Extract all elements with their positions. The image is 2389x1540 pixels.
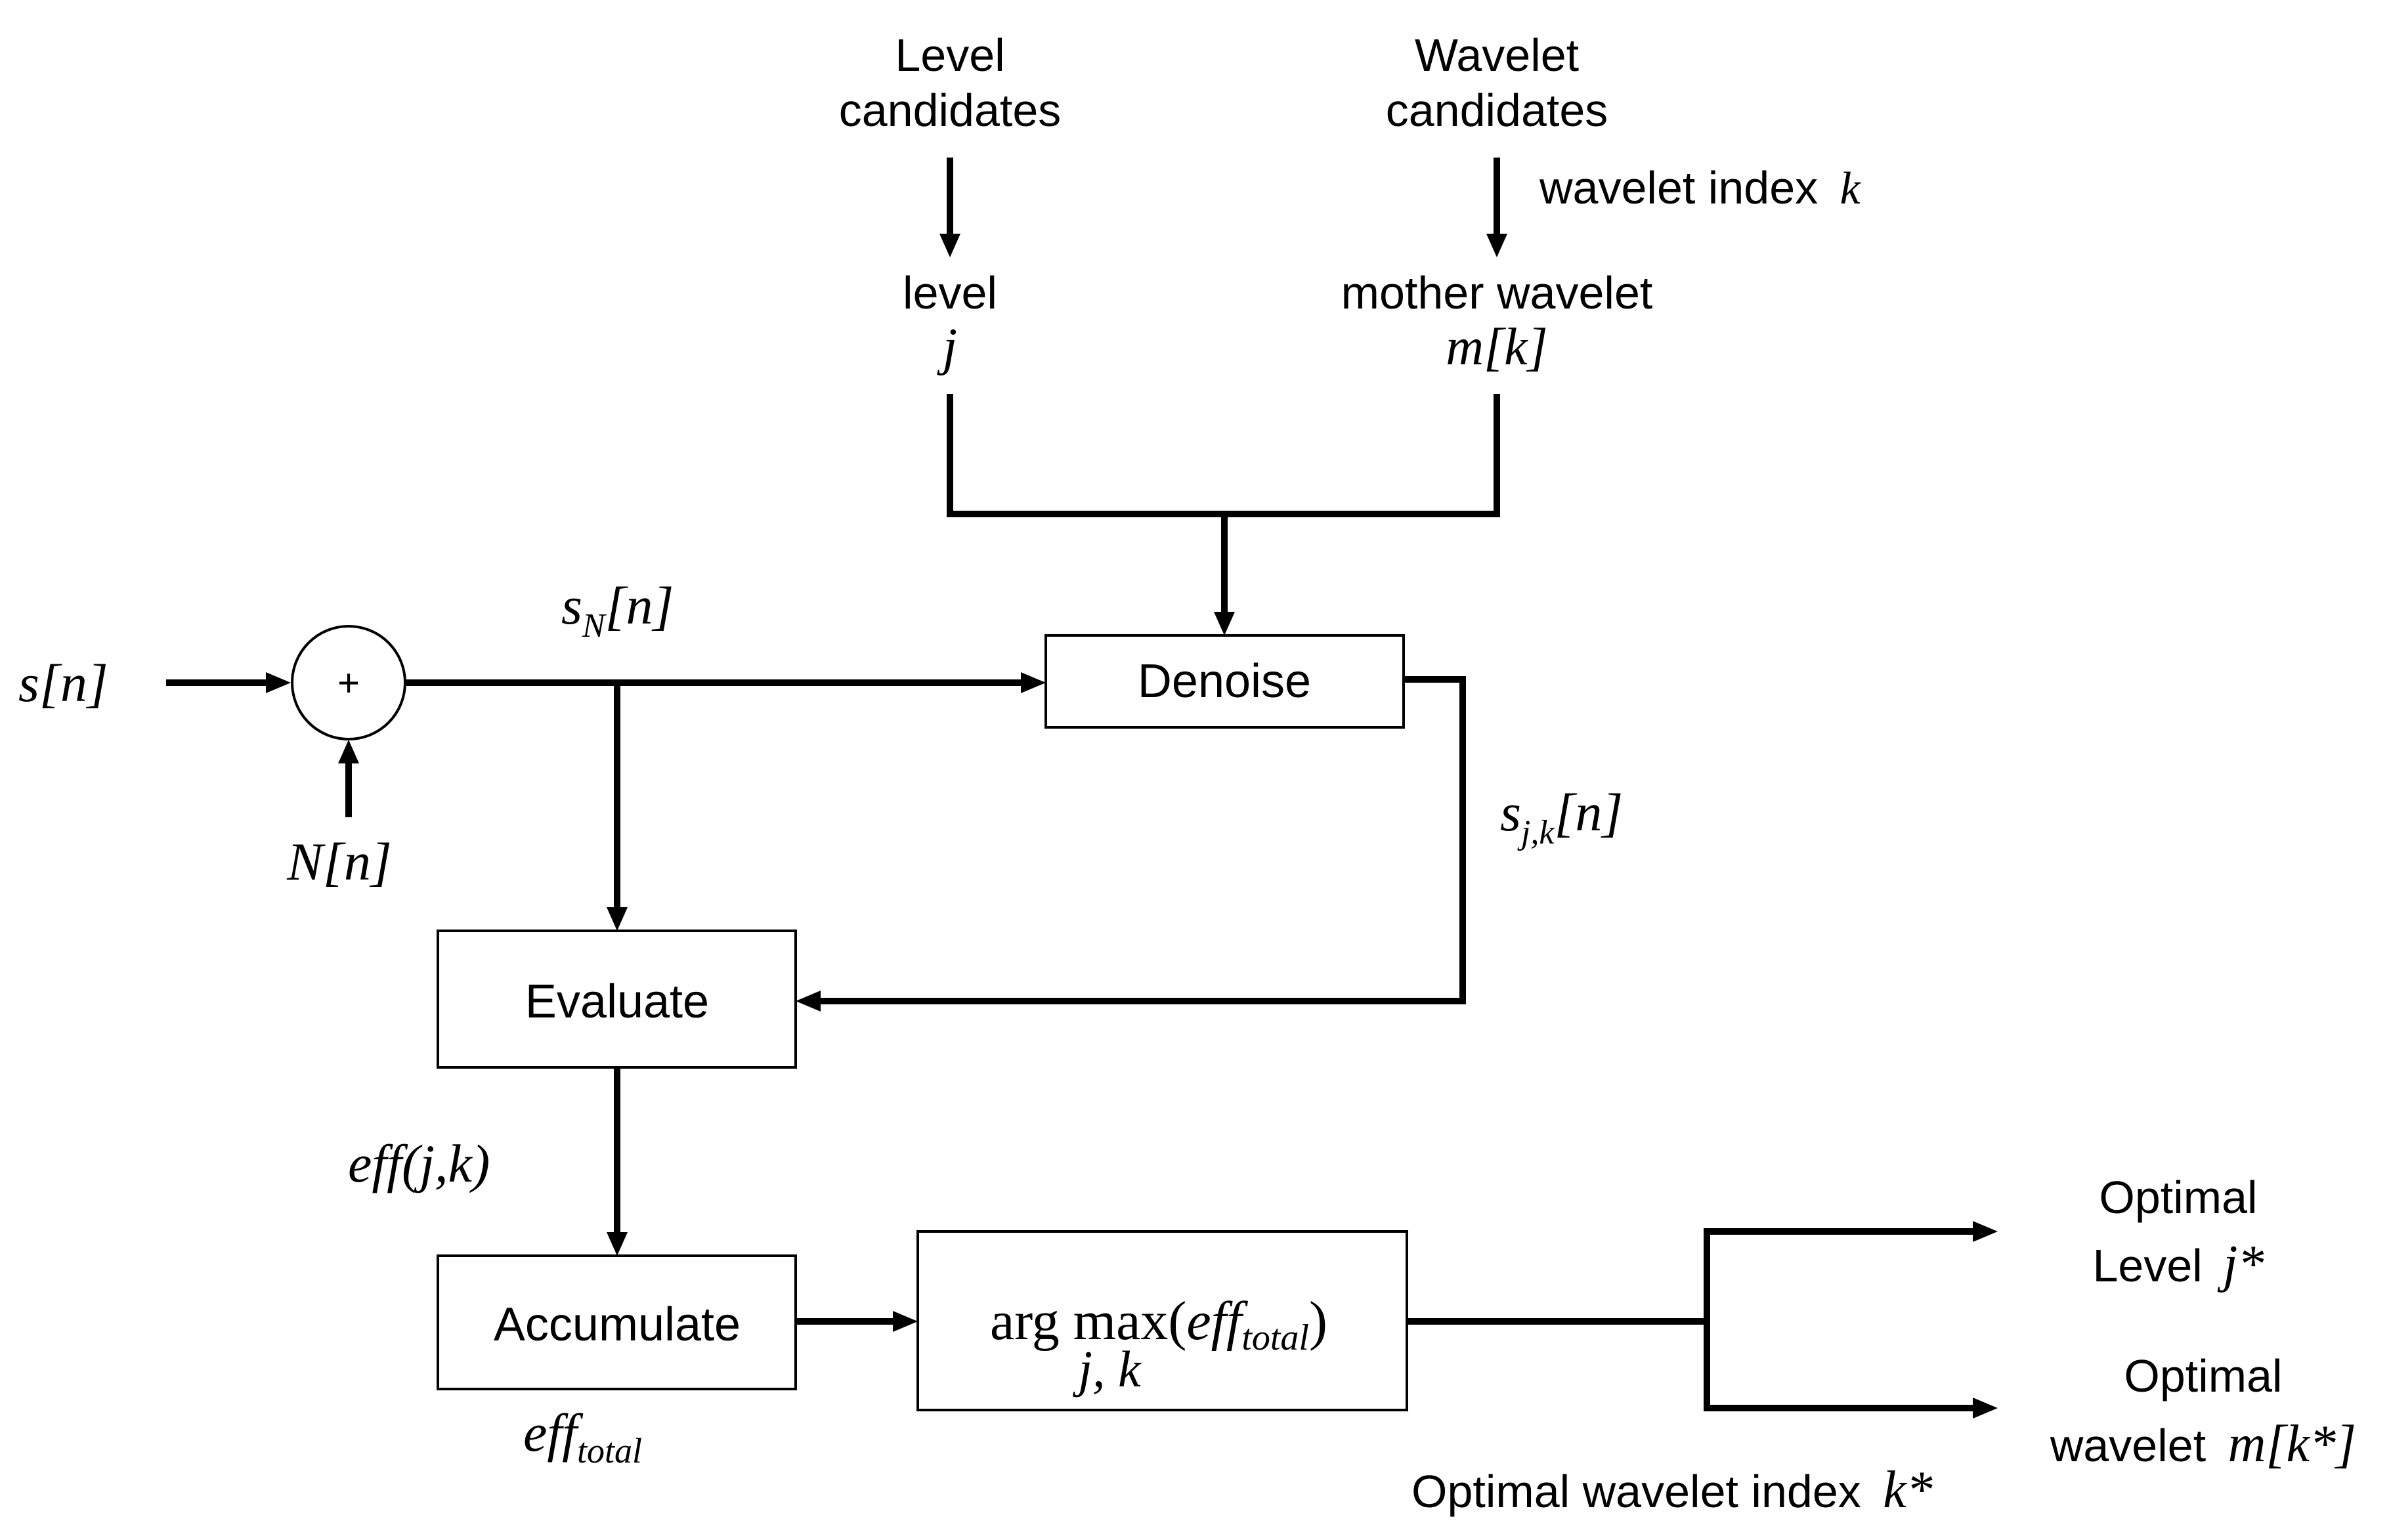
adder-symbol: + — [337, 662, 360, 704]
denoised-signal-label: sj,k[n] — [1500, 782, 1623, 851]
optimal-wavelet-arrowhead — [1973, 1398, 1998, 1419]
clean-signal-label: s[n] — [18, 653, 108, 713]
level-candidates-line1: Level — [895, 30, 1004, 81]
noisy-signal-arrowhead — [1021, 672, 1046, 693]
optimal-wavelet-line1: Optimal — [2124, 1350, 2282, 1401]
argmax-expression: arg max(efftotal) — [990, 1291, 1327, 1358]
evaluate-block — [437, 930, 797, 1069]
argmax-block — [916, 1230, 1408, 1411]
accumulate-block — [437, 1254, 797, 1390]
level-to-merge-line — [947, 394, 1500, 517]
denoised-signal-arrowhead — [796, 991, 821, 1012]
merge-to-denoise-arrowhead — [1214, 612, 1235, 635]
eff-total-label: efftotal — [523, 1403, 642, 1470]
clean-signal-arrowhead — [266, 672, 291, 693]
level-candidates-arrowhead — [939, 234, 960, 257]
level-variable: j — [937, 318, 957, 376]
argmax-subscript-vars: j, k — [1072, 1340, 1142, 1398]
denoise-label: Denoise — [1138, 655, 1311, 708]
optimal-wavelet-index-label: Optimal wavelet index k* — [1411, 1461, 1933, 1519]
evaluate-label: Evaluate — [525, 975, 709, 1028]
evaluate-to-accumulate-arrowhead — [607, 1232, 628, 1256]
optimal-level-arrowhead — [1973, 1221, 1998, 1242]
optimal-level-line1: Optimal — [2099, 1172, 2257, 1223]
noise-arrowhead — [338, 740, 359, 763]
mother-wavelet-label: mother wavelet — [1341, 267, 1653, 318]
wavelet-candidates-arrowhead — [1486, 234, 1507, 257]
wavelet-index-label: wavelet index k — [1539, 162, 1862, 214]
denoised-signal-wire — [821, 676, 1466, 1004]
optimal-wavelet-line2: wavelet m[k*] — [2050, 1415, 2356, 1473]
level-label: level — [903, 267, 997, 318]
noisy-signal-label: sN[n] — [561, 576, 674, 645]
wavelet-candidates-line2: candidates — [1386, 85, 1608, 136]
noise-signal-label: N[n] — [286, 832, 392, 891]
output-fork-wire — [1704, 1228, 1976, 1411]
wavelet-candidates-line1: Wavelet — [1415, 30, 1579, 81]
accumulate-label: Accumulate — [494, 1298, 741, 1351]
efficiency-label: eff(j,k) — [348, 1134, 490, 1193]
level-candidates-line2: candidates — [839, 85, 1062, 136]
accumulate-to-argmax-arrowhead — [893, 1311, 918, 1332]
mother-wavelet-variable: m[k] — [1446, 318, 1548, 376]
noisy-to-evaluate-arrowhead — [607, 907, 628, 931]
optimal-level-line2: Level j* — [2092, 1235, 2264, 1293]
